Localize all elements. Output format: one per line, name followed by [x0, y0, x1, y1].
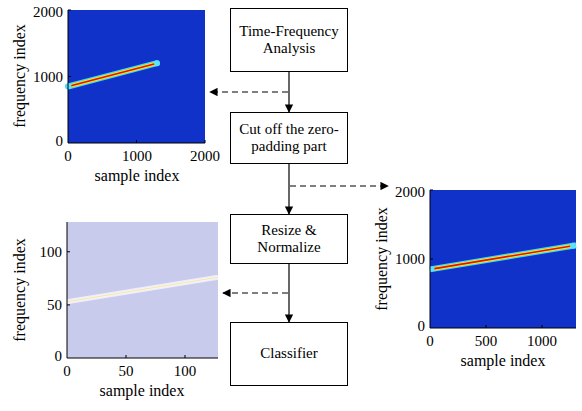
axis-title: frequency index [11, 238, 29, 342]
axis-title: sample index [95, 167, 180, 185]
process-box: Classifier [230, 322, 348, 386]
flow-arrow [288, 264, 289, 322]
flow-arrow [288, 72, 289, 112]
tick-label: 2000 [395, 184, 425, 201]
axis-title: frequency index [11, 24, 29, 128]
tick-label: 0 [426, 333, 434, 350]
box-label: Cut off the zero-padding part [233, 121, 345, 156]
tick-label: 1000 [122, 148, 152, 165]
dashed-pointer [223, 292, 288, 293]
tick-label: 0 [64, 148, 72, 165]
box-label: Resize & Normalize [233, 222, 345, 257]
tick-label: 50 [47, 297, 62, 314]
resized-plot [67, 222, 218, 358]
process-box: Resize & Normalize [230, 214, 348, 264]
process-box: Cut off the zero-padding part [230, 112, 348, 164]
tick-label: 1000 [33, 68, 63, 85]
box-label: Time-Frequency Analysis [233, 23, 345, 58]
tick-label: 0 [55, 348, 63, 365]
tick-label: 1000 [395, 251, 425, 268]
dashed-pointer [290, 185, 388, 186]
spectrogram-plot [430, 190, 577, 328]
tick-label: 50 [119, 363, 134, 380]
tick-label: 100 [40, 244, 63, 261]
axis-title: sample index [461, 352, 546, 370]
tick-label: 1000 [527, 333, 557, 350]
tick-label: 100 [174, 363, 197, 380]
process-box: Time-Frequency Analysis [230, 8, 348, 72]
tick-label: 0 [56, 133, 64, 150]
spectrogram-plot [67, 10, 206, 143]
box-label: Classifier [260, 345, 318, 362]
flow-arrow [288, 164, 289, 214]
tick-label: 500 [475, 333, 498, 350]
tick-label: 0 [418, 318, 426, 335]
axis-title: sample index [100, 382, 185, 400]
dashed-pointer [210, 91, 288, 92]
tick-label: 2000 [33, 4, 63, 21]
axis-title: frequency index [373, 207, 391, 311]
tick-label: 2000 [190, 148, 220, 165]
tick-label: 0 [63, 363, 71, 380]
